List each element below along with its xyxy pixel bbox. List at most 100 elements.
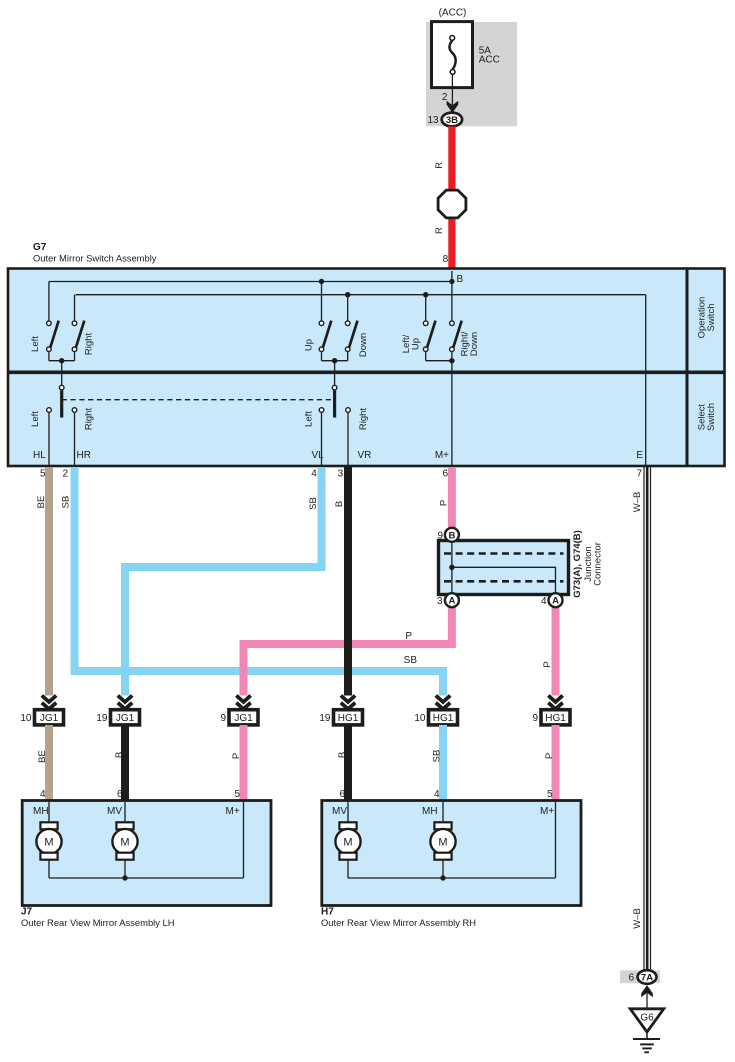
svg-text:P: P bbox=[542, 661, 553, 667]
svg-text:H7: H7 bbox=[321, 907, 334, 918]
svg-text:9: 9 bbox=[220, 713, 226, 724]
svg-text:3: 3 bbox=[338, 469, 344, 480]
svg-text:3B: 3B bbox=[446, 115, 458, 126]
svg-text:(ACC): (ACC) bbox=[439, 7, 467, 18]
svg-text:HR: HR bbox=[77, 450, 91, 461]
svg-text:B: B bbox=[448, 530, 455, 541]
svg-text:P: P bbox=[544, 753, 555, 759]
svg-text:M+: M+ bbox=[226, 806, 240, 817]
svg-text:G73(A), G74(B): G73(A), G74(B) bbox=[572, 530, 583, 598]
svg-text:MH: MH bbox=[422, 806, 438, 817]
svg-text:13: 13 bbox=[427, 115, 439, 126]
svg-text:HG1: HG1 bbox=[433, 713, 454, 724]
svg-text:VR: VR bbox=[358, 450, 372, 461]
svg-text:VL: VL bbox=[312, 450, 325, 461]
svg-text:MV: MV bbox=[107, 806, 122, 817]
svg-text:Operation: Operation bbox=[696, 297, 707, 339]
svg-text:8: 8 bbox=[443, 254, 449, 265]
svg-text:HG1: HG1 bbox=[338, 713, 359, 724]
svg-text:JG1: JG1 bbox=[234, 713, 253, 724]
svg-text:5: 5 bbox=[40, 469, 46, 480]
svg-text:Left: Left bbox=[303, 411, 314, 427]
svg-text:B: B bbox=[337, 752, 348, 758]
svg-text:Outer Mirror Switch Assembly: Outer Mirror Switch Assembly bbox=[33, 253, 157, 264]
svg-text:SB: SB bbox=[431, 750, 442, 763]
svg-text:BE: BE bbox=[37, 750, 48, 763]
svg-text:Left: Left bbox=[30, 411, 41, 427]
svg-text:BE: BE bbox=[36, 496, 47, 509]
svg-text:B: B bbox=[457, 274, 464, 285]
svg-text:E: E bbox=[636, 450, 643, 461]
svg-text:5: 5 bbox=[547, 789, 553, 800]
svg-text:7A: 7A bbox=[641, 973, 653, 984]
svg-text:HG1: HG1 bbox=[545, 713, 566, 724]
svg-text:M: M bbox=[343, 836, 352, 848]
svg-text:19: 19 bbox=[319, 713, 331, 724]
svg-text:10: 10 bbox=[414, 713, 426, 724]
svg-text:9: 9 bbox=[437, 531, 443, 542]
svg-text:Outer Rear View Mirror Assembl: Outer Rear View Mirror Assembly LH bbox=[21, 917, 175, 928]
svg-text:6: 6 bbox=[628, 973, 634, 984]
svg-text:P: P bbox=[438, 500, 449, 506]
svg-text:SB: SB bbox=[60, 496, 71, 509]
svg-text:JG1: JG1 bbox=[40, 713, 59, 724]
svg-text:W–B: W–B bbox=[632, 908, 643, 929]
svg-text:Right: Right bbox=[83, 333, 94, 356]
svg-text:Right: Right bbox=[358, 408, 369, 431]
svg-text:6: 6 bbox=[117, 789, 123, 800]
svg-text:P: P bbox=[405, 631, 412, 642]
svg-text:5A: 5A bbox=[479, 46, 492, 57]
svg-text:Left/: Left/ bbox=[401, 334, 412, 353]
svg-text:J7: J7 bbox=[21, 907, 33, 918]
svg-text:M: M bbox=[120, 836, 129, 848]
svg-text:M: M bbox=[44, 836, 53, 848]
svg-text:Left: Left bbox=[30, 336, 41, 352]
svg-text:4: 4 bbox=[541, 596, 547, 607]
svg-text:MH: MH bbox=[33, 806, 49, 817]
svg-text:Connector: Connector bbox=[592, 542, 603, 586]
svg-text:M+: M+ bbox=[540, 806, 554, 817]
svg-text:6: 6 bbox=[339, 789, 345, 800]
svg-text:Up: Up bbox=[410, 338, 421, 350]
svg-text:9: 9 bbox=[532, 713, 538, 724]
svg-text:JG1: JG1 bbox=[116, 713, 135, 724]
svg-text:6: 6 bbox=[442, 469, 448, 480]
svg-text:M+: M+ bbox=[435, 450, 449, 461]
svg-text:G7: G7 bbox=[33, 242, 47, 253]
svg-text:ACC: ACC bbox=[479, 54, 500, 65]
svg-text:Switch: Switch bbox=[706, 403, 717, 431]
svg-text:A: A bbox=[552, 596, 559, 607]
svg-text:Switch: Switch bbox=[706, 304, 717, 332]
svg-text:Outer Rear View Mirror Assembl: Outer Rear View Mirror Assembly RH bbox=[321, 917, 476, 928]
svg-text:B: B bbox=[334, 501, 345, 507]
svg-text:19: 19 bbox=[96, 713, 108, 724]
svg-text:4: 4 bbox=[434, 789, 440, 800]
svg-text:4: 4 bbox=[311, 469, 317, 480]
svg-text:P: P bbox=[231, 753, 242, 759]
svg-text:Right/: Right/ bbox=[460, 331, 471, 356]
svg-text:Junction: Junction bbox=[583, 546, 594, 581]
svg-text:2: 2 bbox=[62, 469, 68, 480]
svg-text:A: A bbox=[448, 596, 455, 607]
svg-text:Right: Right bbox=[83, 408, 94, 431]
svg-text:HL: HL bbox=[33, 450, 46, 461]
svg-text:4: 4 bbox=[40, 789, 46, 800]
svg-text:Up: Up bbox=[303, 339, 314, 351]
svg-text:Select: Select bbox=[696, 403, 707, 430]
svg-text:SB: SB bbox=[308, 497, 319, 510]
svg-text:SB: SB bbox=[404, 655, 418, 666]
svg-text:Down: Down bbox=[469, 332, 480, 356]
svg-text:G6: G6 bbox=[640, 1013, 654, 1024]
svg-text:2: 2 bbox=[442, 92, 448, 103]
svg-text:7: 7 bbox=[636, 469, 642, 480]
svg-text:B: B bbox=[114, 752, 125, 758]
svg-text:5: 5 bbox=[234, 789, 240, 800]
svg-text:Down: Down bbox=[358, 333, 369, 357]
svg-text:R: R bbox=[434, 227, 445, 234]
svg-text:M: M bbox=[438, 836, 447, 848]
svg-text:3: 3 bbox=[437, 596, 443, 607]
svg-text:R: R bbox=[434, 162, 445, 169]
svg-text:W–B: W–B bbox=[632, 492, 643, 513]
svg-text:MV: MV bbox=[332, 806, 347, 817]
svg-text:10: 10 bbox=[20, 713, 32, 724]
